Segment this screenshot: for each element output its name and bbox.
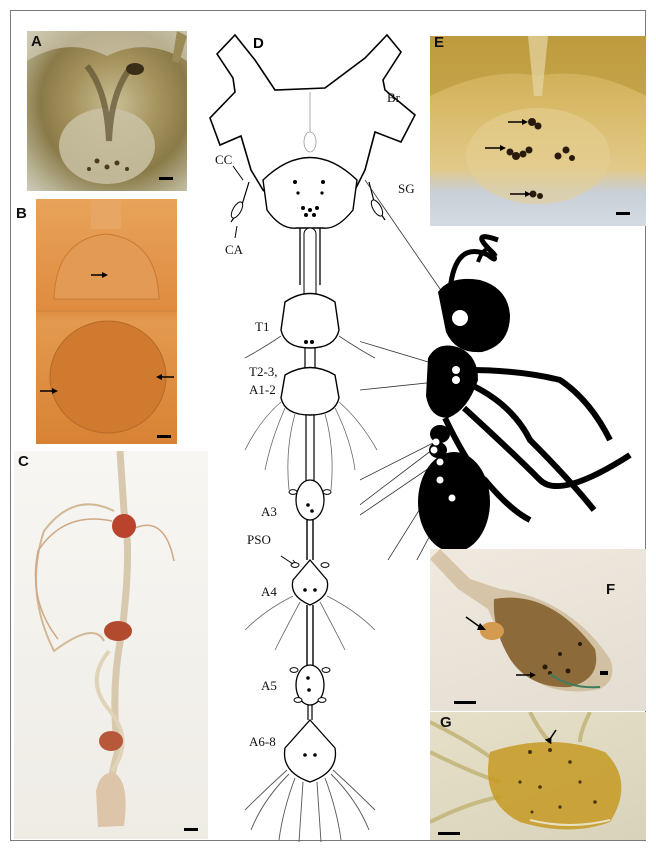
panel-label-d: D: [253, 35, 264, 52]
scale-bar: [184, 828, 198, 831]
panel-label-c: C: [18, 453, 29, 470]
scale-bar: [159, 177, 173, 180]
panel-c-photo: C: [14, 451, 208, 839]
panel-label-b: B: [16, 205, 27, 222]
panel-e-illustration: [430, 36, 646, 226]
subesophageal-ganglion: [263, 158, 357, 229]
label-a5: A5: [261, 678, 277, 693]
label-br: Br: [387, 90, 401, 105]
label-ca: CA: [225, 242, 244, 257]
abdominal-ganglion-a6-8: [285, 720, 336, 782]
panel-g-illustration: [430, 712, 646, 840]
panel-label-g: G: [440, 714, 452, 731]
panel-b-photo: [36, 199, 177, 444]
panel-e-photo: E: [430, 36, 646, 226]
panel-label-f: F: [606, 581, 615, 598]
panel-label-a: A: [31, 33, 42, 50]
label-cc: CC: [215, 152, 232, 167]
label-a6-8: A6-8: [249, 734, 276, 749]
label-a1-2: A1-2: [249, 382, 276, 397]
panel-label-e: E: [434, 36, 444, 51]
scale-bar: [157, 435, 171, 438]
panel-b-illustration: [36, 199, 177, 444]
label-t1: T1: [255, 319, 269, 334]
scale-bar: [454, 701, 476, 704]
ant-silhouette: [360, 180, 640, 560]
panel-f-illustration: [430, 549, 646, 711]
scale-bar: [438, 832, 460, 835]
abdominal-ganglion-a3: [296, 480, 324, 520]
label-t2-3: T2-3,: [249, 364, 278, 379]
panel-a-photo: A: [27, 31, 187, 191]
panel-g-photo: G: [430, 712, 646, 840]
panel-a-illustration: [27, 31, 187, 191]
fused-ganglion-t2-a2: [281, 368, 339, 416]
panel-c-illustration: [14, 451, 208, 839]
panel-f-photo: F: [430, 549, 646, 711]
scale-bar: [616, 212, 630, 215]
thoracic-ganglion-t1: [281, 294, 339, 349]
label-pso: PSO: [247, 532, 271, 547]
label-a4: A4: [261, 584, 277, 599]
label-a3: A3: [261, 504, 277, 519]
